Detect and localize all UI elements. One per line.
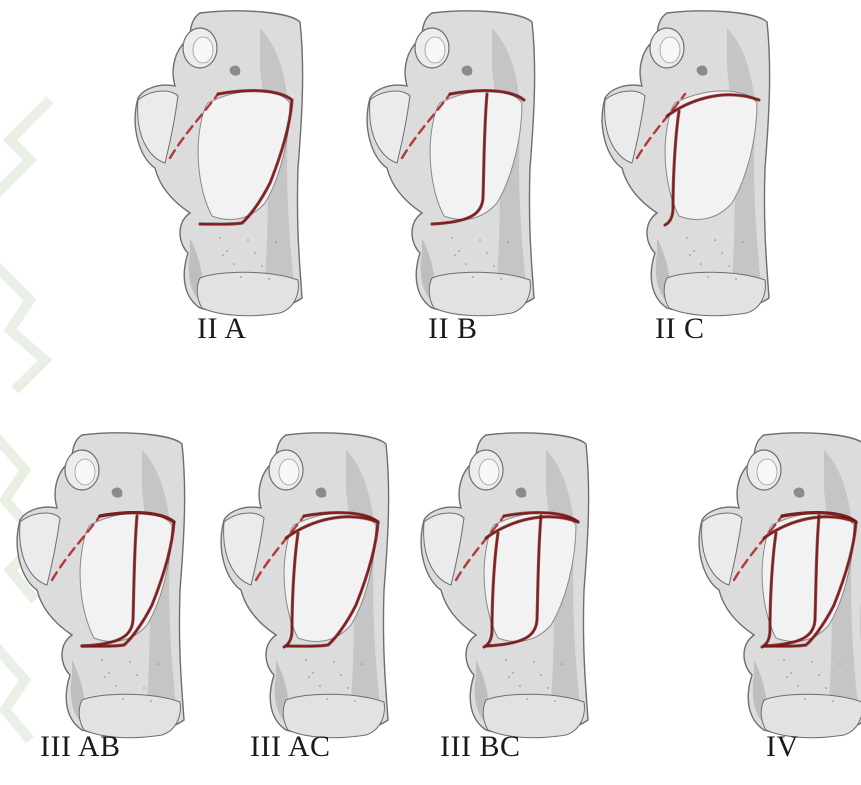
- calcaneus-illustration: [362, 8, 537, 320]
- bone-panel-ii-b: [362, 8, 537, 320]
- calcaneus-illustration: [130, 8, 305, 320]
- bone-panel-iii-ac: [216, 430, 391, 742]
- panel-caption: II C: [655, 312, 705, 346]
- calcaneus-illustration: [416, 430, 591, 742]
- panel-caption: IV: [766, 730, 799, 764]
- calcaneus-illustration: [694, 430, 861, 742]
- calcaneus-illustration: [216, 430, 391, 742]
- panel-caption: III AB: [40, 730, 121, 764]
- calcaneus-illustration: [12, 430, 187, 742]
- bone-panel-ii-c: [597, 8, 772, 320]
- calcaneus-illustration: [597, 8, 772, 320]
- bone-panel-iv: [694, 430, 861, 742]
- bone-panel-iii-bc: [416, 430, 591, 742]
- bone-panel-ii-a: [130, 8, 305, 320]
- bone-panel-iii-ab: [12, 430, 187, 742]
- panel-caption: II B: [428, 312, 478, 346]
- panel-caption: II A: [197, 312, 247, 346]
- panel-caption: III BC: [440, 730, 521, 764]
- panel-caption: III AC: [250, 730, 331, 764]
